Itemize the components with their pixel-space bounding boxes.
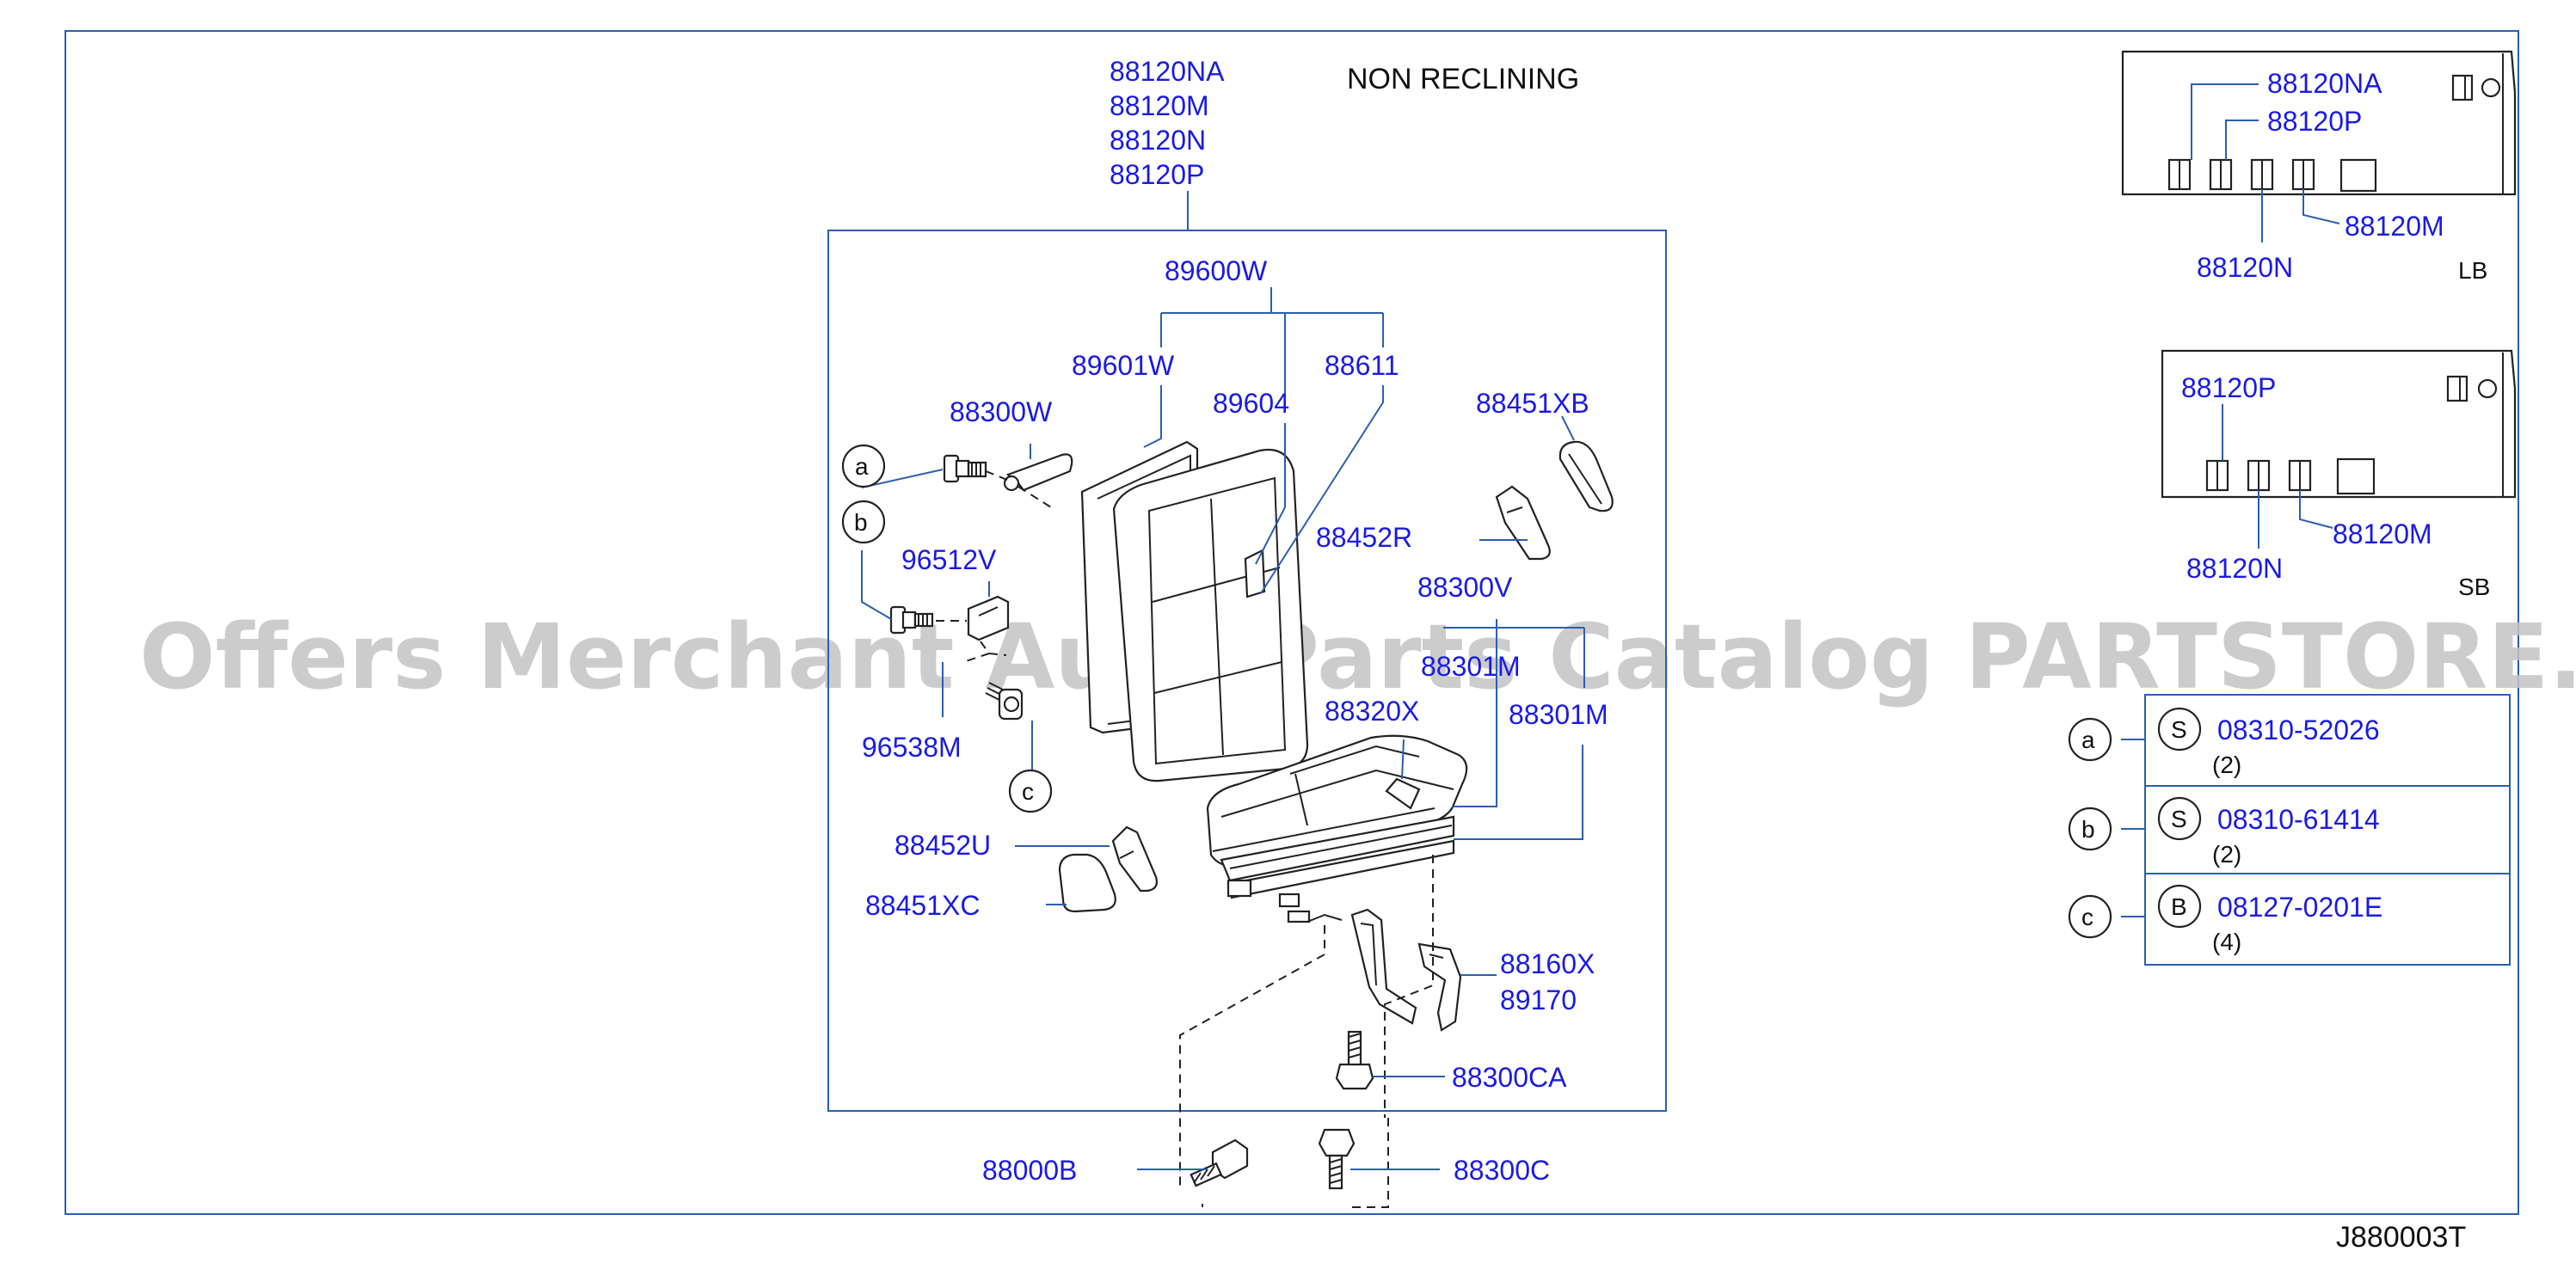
svg-text:S: S <box>2171 716 2187 743</box>
svg-text:08310-61414: 08310-61414 <box>2217 804 2380 835</box>
svg-text:a: a <box>2081 727 2095 753</box>
part-label-88120N[interactable]: 88120N <box>1110 125 1206 156</box>
part-label-88000B[interactable]: 88000B <box>982 1155 1077 1186</box>
sb-label-88120M[interactable]: 88120M <box>2333 518 2432 549</box>
watermark: Offers Merchant Auto Parts Catalog PARTS… <box>139 604 2576 709</box>
clip-96512v <box>967 595 1010 641</box>
bolt-88000b <box>1190 1138 1249 1187</box>
part-label-96512V[interactable]: 96512V <box>901 544 997 575</box>
part-label-88120M[interactable]: 88120M <box>1110 90 1209 121</box>
svg-text:c: c <box>2081 904 2093 930</box>
bolt-88300c <box>1318 1128 1356 1190</box>
svg-text:b: b <box>854 509 868 536</box>
hinge-cover-88452u <box>1111 825 1158 893</box>
svg-text:B: B <box>2171 893 2187 920</box>
bracket-89170 <box>1417 942 1462 1032</box>
part-label-88300CA[interactable]: 88300CA <box>1452 1062 1567 1093</box>
part-label-88611[interactable]: 88611 <box>1325 350 1399 381</box>
fastener-row-b[interactable]: b S 08310-61414 (2) <box>2068 796 2380 868</box>
diagram-frame <box>65 30 2519 1215</box>
sb-inset <box>2161 349 2517 549</box>
cover-88451xb <box>1559 440 1614 512</box>
svg-text:08310-52026: 08310-52026 <box>2217 715 2380 745</box>
svg-text:b: b <box>2081 816 2095 843</box>
part-label-88120NA[interactable]: 88120NA <box>1110 56 1225 87</box>
callout-c[interactable]: c <box>1008 769 1053 813</box>
lb-inset <box>2121 50 2517 242</box>
part-label-88120P[interactable]: 88120P <box>1110 159 1204 190</box>
seat-slide-rail <box>1227 839 1455 923</box>
callout-a[interactable]: a <box>841 444 886 488</box>
part-label-88300C[interactable]: 88300C <box>1454 1155 1550 1186</box>
lb-label-88120NA[interactable]: 88120NA <box>2267 68 2382 99</box>
part-label-88300W[interactable]: 88300W <box>950 396 1053 427</box>
seat-cushion-lever <box>1385 777 1421 810</box>
part-label-89600W[interactable]: 89600W <box>1165 255 1268 286</box>
diagram-title: NON RECLINING <box>1347 63 1579 95</box>
fastener-table <box>2121 694 2511 966</box>
part-label-88452U[interactable]: 88452U <box>895 830 991 861</box>
svg-text:(4): (4) <box>2212 929 2241 955</box>
lb-label-88120P[interactable]: 88120P <box>2267 106 2362 137</box>
sb-label-88120P[interactable]: 88120P <box>2181 372 2276 403</box>
diagram-code: J880003T <box>2336 1221 2466 1254</box>
part-label-89601W[interactable]: 89601W <box>1072 350 1175 381</box>
bolt-a <box>943 454 987 483</box>
svg-text:(2): (2) <box>2212 751 2241 778</box>
sb-label-88120N[interactable]: 88120N <box>2186 553 2283 584</box>
fastener-row-a[interactable]: a S 08310-52026 (2) <box>2068 707 2380 778</box>
seat-assembly-part-list: 88120NA 88120M 88120N 88120P <box>1110 56 1225 190</box>
cover-88451xc <box>1058 853 1116 913</box>
part-label-88320X[interactable]: 88320X <box>1325 696 1419 727</box>
bolt-c <box>985 682 1024 721</box>
bracket-88300w <box>1003 453 1073 492</box>
part-label-88451XC[interactable]: 88451XC <box>865 890 980 921</box>
sb-tag: SB <box>2458 574 2490 600</box>
leader-lines <box>861 287 1585 1170</box>
part-label-88301M[interactable]: 88301M <box>1509 699 1608 730</box>
svg-text:S: S <box>2171 806 2187 832</box>
part-label-96538M[interactable]: 96538M <box>862 732 962 763</box>
part-label-88451XB[interactable]: 88451XB <box>1476 388 1589 419</box>
hinge-cover-88452r <box>1495 485 1551 561</box>
part-label-88300V[interactable]: 88300V <box>1417 572 1513 603</box>
callout-b[interactable]: b <box>841 500 886 544</box>
bolt-88300ca <box>1335 1030 1374 1090</box>
lb-label-88120M[interactable]: 88120M <box>2345 211 2444 242</box>
bolt-b <box>889 605 934 635</box>
part-label-88160X[interactable]: 88160X <box>1500 948 1595 979</box>
lb-label-88120N[interactable]: 88120N <box>2197 252 2293 283</box>
part-label-89604[interactable]: 89604 <box>1213 388 1289 419</box>
lb-tag: LB <box>2458 257 2487 284</box>
seat-back-lever <box>1244 549 1266 598</box>
fastener-row-c[interactable]: c B 08127-0201E (4) <box>2068 884 2382 955</box>
svg-text:a: a <box>855 453 869 480</box>
part-label-89170[interactable]: 89170 <box>1500 985 1577 1015</box>
seat-back-cushion <box>1112 448 1309 782</box>
seat-assembly-box <box>827 230 1667 1112</box>
svg-text:08127-0201E: 08127-0201E <box>2217 892 2382 923</box>
bracket-88160x <box>1350 908 1417 1025</box>
part-label-88301M-upper[interactable]: 88301M <box>1421 651 1521 682</box>
part-label-88452R[interactable]: 88452R <box>1316 522 1412 553</box>
svg-text:c: c <box>1022 778 1034 805</box>
svg-text:(2): (2) <box>2212 841 2241 868</box>
